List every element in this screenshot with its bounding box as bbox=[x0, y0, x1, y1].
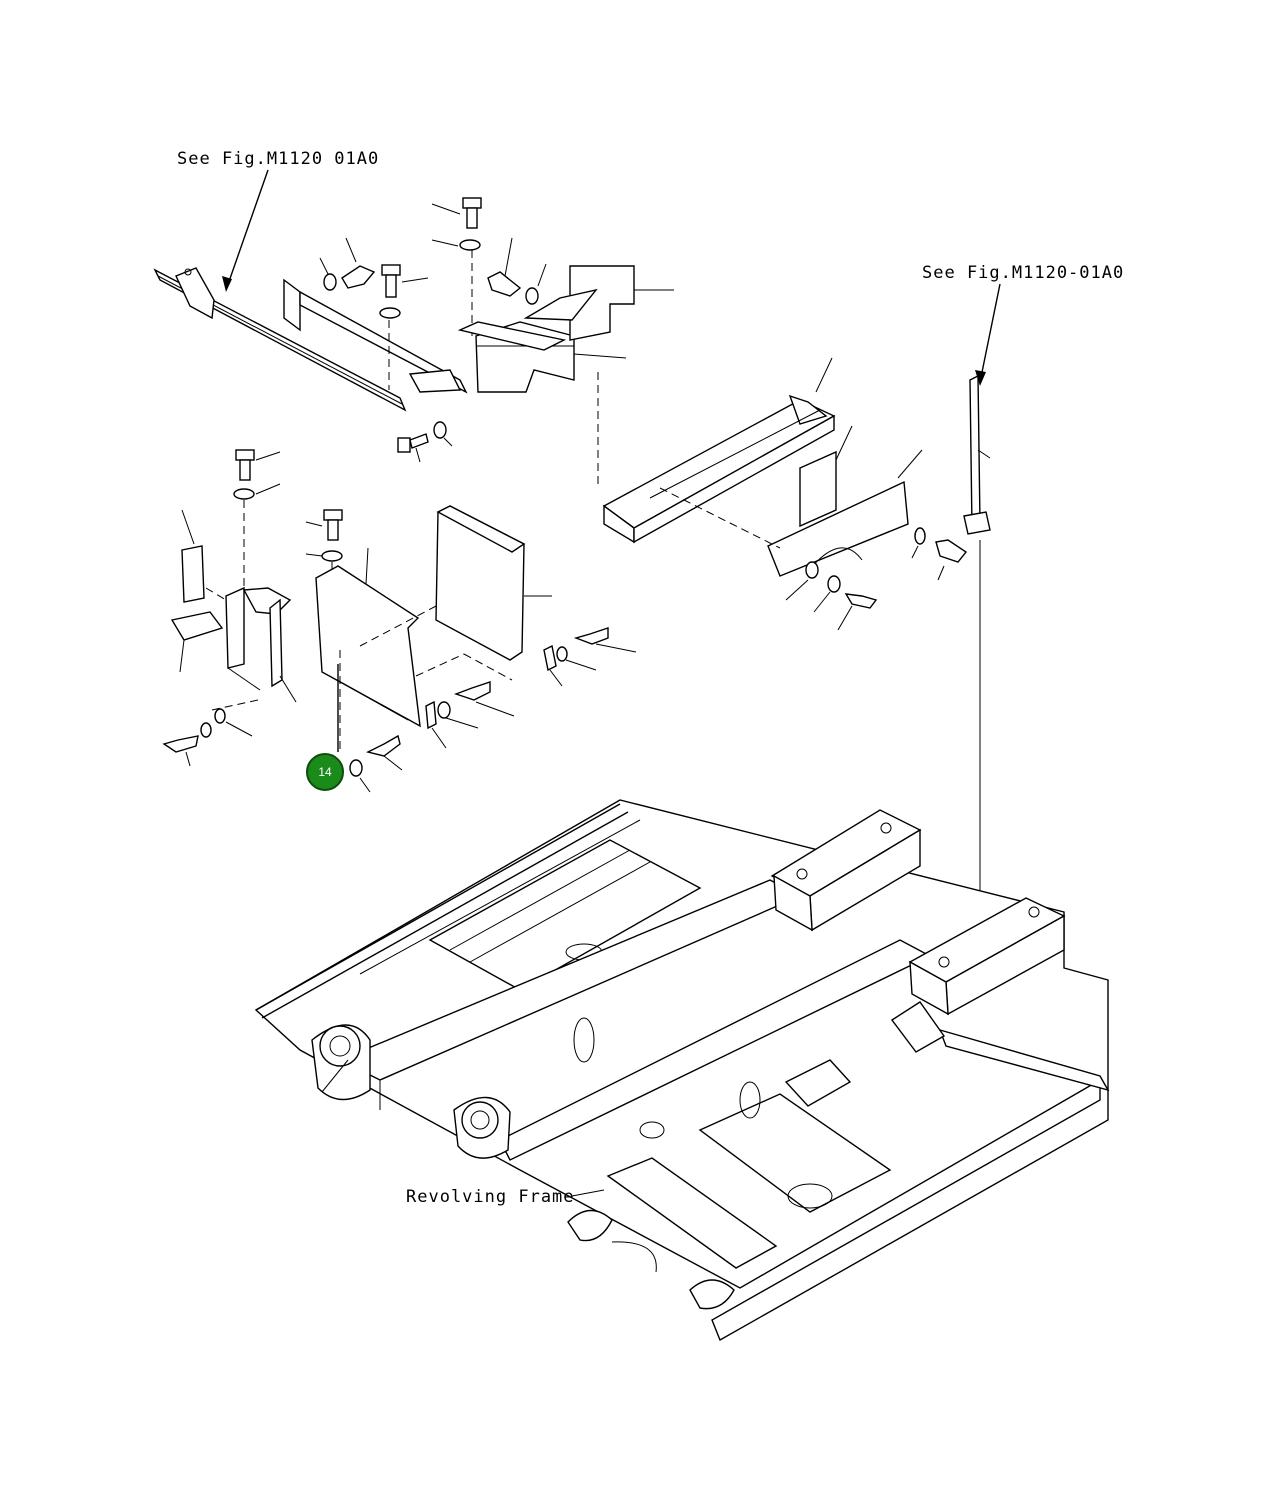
bolt-top-center bbox=[431, 197, 482, 340]
large-panel bbox=[435, 505, 552, 661]
reference-label-left: See Fig.M1120 01A0 bbox=[177, 149, 379, 169]
upper-bracket-plate bbox=[457, 265, 674, 488]
left-small-blocks bbox=[170, 509, 224, 673]
bolt-mid-left bbox=[233, 449, 281, 600]
callout-circle[interactable] bbox=[306, 753, 344, 791]
reference-arrow-right bbox=[979, 283, 1001, 383]
bolt-right-group bbox=[785, 527, 968, 631]
callout-number[interactable]: 14 bbox=[318, 765, 332, 779]
bolt-upper-right-angled bbox=[487, 237, 547, 305]
revolving-frame-label: Revolving Frame bbox=[406, 1187, 575, 1207]
upper-rail-assembly bbox=[153, 267, 468, 412]
lower-bolts-group bbox=[162, 627, 637, 793]
revolving-frame-leader bbox=[571, 1189, 605, 1197]
revolving-frame bbox=[254, 799, 1110, 1342]
reference-arrow-left bbox=[225, 169, 269, 291]
reference-label-right: See Fig.M1120-01A0 bbox=[922, 263, 1124, 283]
bolt-upper-left-angled bbox=[319, 237, 376, 291]
right-channel-member bbox=[602, 357, 923, 577]
bolt-center-small bbox=[397, 421, 453, 463]
left-bracket bbox=[205, 586, 297, 703]
bolt-top-middle bbox=[379, 264, 429, 390]
part-callout-14[interactable]: 14 bbox=[306, 753, 344, 791]
reference-arrowhead-right bbox=[975, 370, 986, 386]
reference-arrowhead-left bbox=[222, 276, 232, 292]
bolt-mid-center bbox=[305, 509, 343, 578]
